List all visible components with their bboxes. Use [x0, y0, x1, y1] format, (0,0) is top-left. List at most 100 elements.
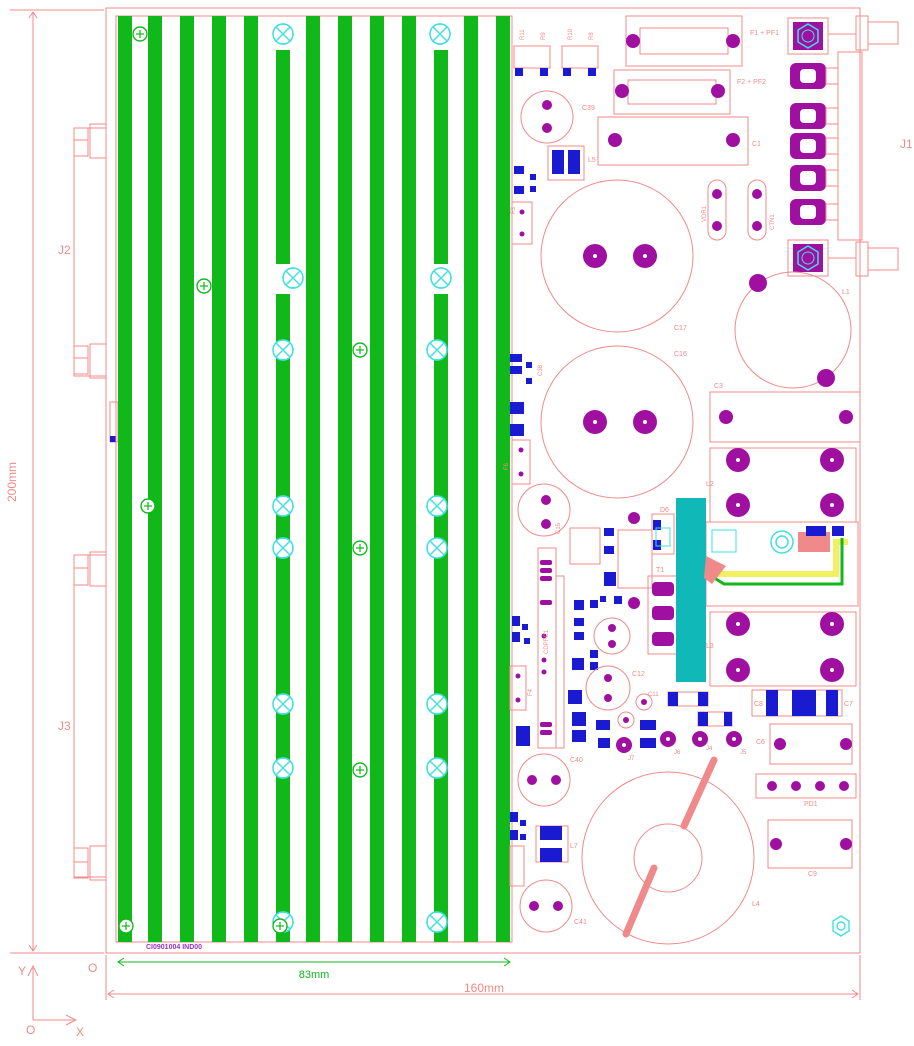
heatsink-fin: [244, 16, 258, 942]
capacitor-c15: [517, 483, 571, 537]
heatsink-fin: [148, 16, 162, 942]
capacitor-c38-label: C38: [538, 364, 544, 376]
bottom-left-component: [509, 845, 525, 887]
screw-block: [711, 529, 737, 553]
height-dimension-label: 200mm: [5, 462, 19, 502]
inductor-l3-label: L3: [706, 643, 714, 650]
inductor-l4: [581, 756, 755, 945]
inductor-l1: [734, 271, 852, 389]
smd-column-dots: [541, 633, 547, 675]
capacitor-c8-label: C8: [754, 701, 763, 708]
smd-group-mid: [510, 354, 532, 436]
connector-j1-pin: [790, 133, 839, 159]
capacitor-c17: [540, 179, 694, 333]
cdpfc1-label: CDPFC1: [544, 629, 550, 654]
heatsink-fin: [180, 16, 194, 942]
mounting-cross-mark: [272, 693, 294, 715]
heatsink-mounting-marks: [272, 23, 452, 933]
axis-x-label: X: [76, 1025, 84, 1039]
resistor-group-right: [667, 691, 733, 727]
heatsink-screw: [272, 918, 288, 934]
connector-j3-label: J3: [58, 719, 71, 733]
heatsink-screw: [352, 342, 368, 358]
capacitor-c40: [517, 753, 571, 807]
board-width-label: 160mm: [464, 981, 504, 995]
fuse-f1-label: F1 + PF1: [750, 30, 779, 37]
capacitor-c1-label: C1: [752, 141, 761, 148]
inductor-l3: [709, 611, 857, 687]
capacitor-c12: [585, 665, 631, 711]
jumper-j7-label: J7: [628, 756, 635, 762]
inductor-l7-label: L7: [570, 843, 578, 850]
bridge-pd1: [755, 773, 857, 799]
inductor-l2: [709, 447, 857, 523]
heatsink-screws: [118, 26, 368, 934]
capacitor-c16-label: C16: [674, 351, 687, 358]
mounting-cross-mark: [426, 495, 448, 517]
connector-j1-label: J1: [900, 137, 913, 151]
heatsink-width-dimension: [117, 957, 511, 967]
axis-y-label: Y: [18, 964, 26, 978]
capacitor-c15-label: C15: [556, 522, 562, 534]
mounting-cross-mark: [429, 23, 451, 45]
connector-j1-screw-bottom: [793, 244, 823, 272]
board-width-dimension: [105, 955, 861, 1000]
fuse-f4: [509, 665, 527, 711]
diode-d2-group: [596, 720, 656, 748]
heatsink-fin: [464, 16, 478, 942]
fuse-f1-pad-left: [626, 34, 640, 48]
fuse-f6: [511, 439, 531, 485]
transformer-t1-label: T1: [656, 567, 664, 574]
fuse-f2-pad-left: [615, 84, 629, 98]
capacitor-c17-label: C17: [674, 325, 687, 332]
heatsink-fin: [496, 16, 510, 942]
connector-j1-pin: [790, 103, 839, 129]
mounting-cross-mark: [426, 911, 448, 933]
mounting-hex-bottom-right: [832, 915, 850, 937]
connector-j1-pin: [790, 199, 839, 225]
fuse-f1-pad-right: [726, 34, 740, 48]
diode-d6-label: D6: [660, 507, 669, 514]
fuse-f6-label: F6: [504, 462, 510, 470]
salmon-block: [798, 532, 830, 552]
heatsink-screw: [140, 498, 156, 514]
jumper-j4-label: J4: [706, 746, 713, 752]
mounting-cross-mark: [272, 495, 294, 517]
mounting-cross-mark: [272, 339, 294, 361]
xy-axes: [27, 964, 78, 1026]
salmon-connector: [704, 556, 726, 584]
jumper-j5-label: J5: [740, 750, 747, 756]
capacitor-c3-label: C3: [714, 383, 723, 390]
mounting-cross-mark: [272, 757, 294, 779]
mounting-cross-mark: [426, 757, 448, 779]
board-code-label: CI0901004 IND00: [146, 944, 202, 951]
smd-block-right: [806, 526, 826, 536]
fuse-f1: [625, 15, 743, 67]
heatsink-fin: [402, 16, 416, 942]
mounting-cross-mark: [272, 537, 294, 559]
bus-bar: [676, 498, 706, 682]
heatsink-fin: [370, 16, 384, 942]
connector-j2-label: J2: [58, 243, 71, 257]
capacitor-c8-c7: [751, 689, 843, 717]
heatsink-screw: [196, 278, 212, 294]
capacitor-c1: [597, 116, 749, 166]
smd-block-right-2: [832, 526, 844, 536]
fuse-f4-label: F4: [528, 688, 534, 696]
connector-j3-outline: [73, 551, 107, 881]
green-wire: [707, 538, 844, 586]
heatsink-fins: [118, 16, 510, 942]
thermistor-ctn1: [747, 179, 767, 241]
fuse-f2-label: F2 + PF2: [737, 79, 766, 86]
capacitor-c6-label: C6: [756, 739, 765, 746]
bridge-pd1-label: PD1: [804, 801, 818, 808]
inductor-l2-label: L2: [706, 481, 714, 488]
heatsink-fin-segment: [276, 50, 290, 264]
capacitor-c3: [709, 391, 861, 443]
capacitor-c13: [593, 617, 631, 655]
inductor-l7: [535, 825, 569, 863]
smd-group-c15: [572, 528, 622, 670]
resistor-r11-label: R11: [520, 29, 526, 40]
axis-origin-label: O: [26, 1023, 35, 1037]
resistor-r10: [561, 45, 599, 76]
